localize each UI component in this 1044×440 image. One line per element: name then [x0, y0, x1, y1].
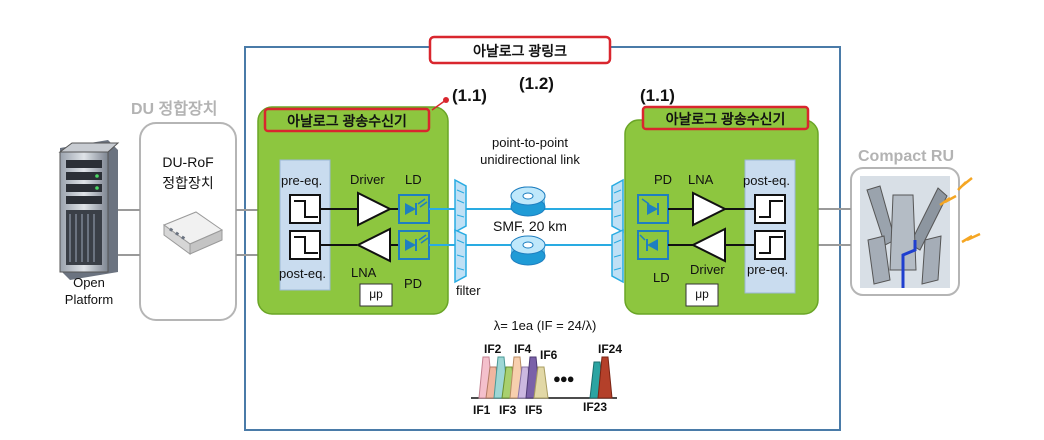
- fiber-spool-bottom-icon: [510, 235, 546, 266]
- filter-label: filter: [456, 283, 481, 298]
- server-icon: [58, 140, 120, 280]
- lna-label-left: LNA: [351, 265, 377, 280]
- post-eq-label-left: post-eq.: [279, 266, 326, 281]
- eq-column-left: [279, 159, 331, 291]
- photodiode-icon: [405, 239, 416, 251]
- pd-label-right: PD: [654, 172, 673, 187]
- fiber-spool-top-icon: [510, 186, 546, 217]
- radio-signal-icon: [957, 177, 973, 191]
- transceiver-right-title: 아날로그 광송수신기: [665, 111, 786, 127]
- filter-left-bottom: [454, 228, 467, 284]
- spectrum-diagram: [471, 356, 617, 399]
- du-section-title: DU 정합장치: [131, 101, 218, 118]
- ref-label-center: (1.2): [519, 74, 554, 93]
- ref-pointer: [431, 99, 447, 111]
- mu-p-label-right: μp: [695, 287, 709, 301]
- photodiode-right-icon: [647, 203, 658, 215]
- ref-label-right: (1.1): [640, 86, 675, 105]
- laser-diode-icon: [405, 203, 416, 215]
- filter-right-bottom: [611, 228, 624, 284]
- radio-signal-icon: [961, 232, 981, 244]
- spectrum-label-bottom: IF5: [525, 403, 543, 417]
- transceiver-right-title-box: [641, 105, 810, 131]
- driver-label-right: Driver: [690, 262, 725, 277]
- compact-ru-title: Compact RU: [858, 148, 955, 165]
- ld-label-left: LD: [405, 172, 422, 187]
- microprocessor-left: [359, 283, 393, 307]
- filter-left-top: [454, 178, 467, 234]
- smf-label: SMF, 20 km: [493, 218, 567, 234]
- spectrum-label-bottom: IF23: [583, 400, 608, 414]
- eq-column-right: [744, 159, 796, 294]
- spectrum-label-top: IF2: [484, 342, 502, 356]
- analog-link-title: 아날로그 광링크: [472, 43, 568, 59]
- spectrum-label-top: IF24: [598, 342, 623, 356]
- lna-amp-right-icon: [692, 191, 728, 227]
- lna-label-right: LNA: [688, 172, 714, 187]
- driver-amp-icon: [357, 191, 393, 227]
- driver-label-left: Driver: [350, 172, 385, 187]
- laser-diode-right-icon: [647, 239, 658, 251]
- du-rof-device-icon: [162, 211, 224, 255]
- transceiver-left-title-box: [263, 107, 431, 133]
- microprocessor-right: [685, 283, 719, 307]
- server-label-line1: Open: [73, 275, 105, 290]
- post-eq-step-icon: [294, 236, 318, 254]
- ld-label-right: LD: [653, 270, 670, 285]
- p2p-label-line2: unidirectional link: [480, 152, 580, 167]
- spectrum-label-bottom: IF1: [473, 403, 491, 417]
- pre-eq-step-icon: [294, 200, 318, 218]
- analog-link-title-box: [428, 35, 612, 65]
- post-eq-label-right: post-eq.: [743, 173, 790, 188]
- server-label-line2: Platform: [64, 292, 114, 307]
- spectrum-label-top: IF4: [514, 342, 532, 356]
- p2p-label-line1: point-to-point: [492, 135, 568, 150]
- spectrum-label-top: IF6: [540, 348, 558, 362]
- compact-ru-antenna-icon: [860, 176, 950, 288]
- mu-p-label-left: μp: [369, 287, 383, 301]
- pd-label-left: PD: [404, 276, 423, 291]
- radio-signal-icon: [939, 194, 957, 207]
- pre-eq-label-left: pre-eq.: [281, 173, 323, 188]
- spectrum-label-bottom: IF3: [499, 403, 517, 417]
- filter-right-top: [611, 178, 624, 234]
- spectrum-ellipsis: ●●●: [553, 371, 575, 386]
- transceiver-left-title: 아날로그 광송수신기: [287, 113, 407, 129]
- pre-eq-box-left: [289, 194, 321, 224]
- lambda-label: λ= 1ea (IF = 24/λ): [493, 318, 597, 333]
- ref-label-left: (1.1): [452, 86, 487, 105]
- du-rof-label-line2: 정합장치: [162, 175, 214, 191]
- pre-eq-label-right: pre-eq.: [747, 262, 789, 277]
- du-rof-label-line1: DU-RoF: [162, 154, 214, 170]
